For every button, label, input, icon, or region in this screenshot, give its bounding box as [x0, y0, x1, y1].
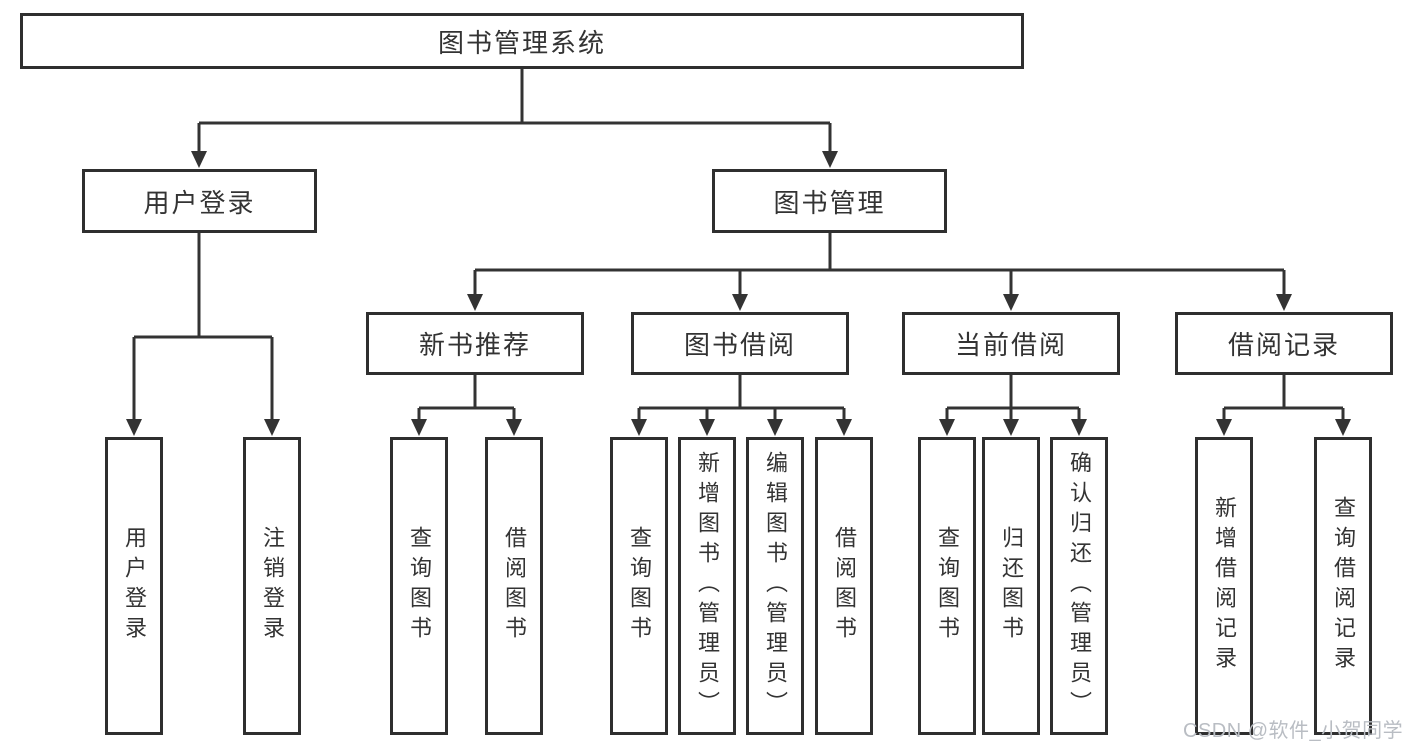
leaf-user-login-label: 用户登录	[122, 526, 147, 646]
leaf-query-books-borrow: 查询图书	[610, 437, 668, 735]
leaf-borrow-books: 借阅图书	[815, 437, 873, 735]
node-current-borrow-label: 当前借阅	[954, 330, 1067, 360]
leaf-add-book-admin-label: 新增图书（管理员）	[695, 451, 720, 721]
node-new-book-recommend-label: 新书推荐	[418, 330, 531, 360]
leaf-logout: 注销登录	[243, 437, 301, 735]
leaf-edit-book-admin-label: 编辑图书（管理员）	[763, 451, 788, 721]
leaf-query-books-recommend: 查询图书	[390, 437, 448, 735]
leaf-query-books-current-label: 查询图书	[935, 526, 960, 646]
node-book-management-label: 图书管理	[773, 187, 886, 218]
node-library-management-system-label: 图书管理系统	[437, 27, 606, 58]
leaf-logout-label: 注销登录	[260, 526, 285, 646]
node-current-borrow: 当前借阅	[902, 312, 1120, 375]
leaf-edit-book-admin: 编辑图书（管理员）	[746, 437, 804, 735]
node-user-login-label: 用户登录	[143, 187, 256, 218]
node-book-borrow: 图书借阅	[631, 312, 849, 375]
leaf-add-borrow-record-label: 新增借阅记录	[1212, 496, 1237, 676]
leaf-borrow-books-recommend-label: 借阅图书	[502, 526, 527, 646]
node-borrow-records-label: 借阅记录	[1227, 330, 1340, 360]
leaf-return-books: 归还图书	[982, 437, 1040, 735]
leaf-query-books-borrow-label: 查询图书	[627, 526, 652, 646]
node-book-management: 图书管理	[712, 169, 947, 233]
leaf-query-books-current: 查询图书	[918, 437, 976, 735]
leaf-return-books-label: 归还图书	[999, 526, 1024, 646]
leaf-confirm-return-admin-label: 确认归还（管理员）	[1067, 451, 1092, 721]
csdn-watermark: CSDN @软件_小贺同学	[1183, 720, 1404, 742]
node-book-borrow-label: 图书借阅	[683, 330, 796, 360]
leaf-query-books-recommend-label: 查询图书	[407, 526, 432, 646]
leaf-borrow-books-label: 借阅图书	[832, 526, 857, 646]
leaf-query-borrow-record: 查询借阅记录	[1314, 437, 1372, 735]
node-new-book-recommend: 新书推荐	[366, 312, 584, 375]
arrowheads	[126, 151, 1351, 436]
leaf-user-login: 用户登录	[105, 437, 163, 735]
leaf-add-book-admin: 新增图书（管理员）	[678, 437, 736, 735]
leaf-confirm-return-admin: 确认归还（管理员）	[1050, 437, 1108, 735]
leaf-borrow-books-recommend: 借阅图书	[485, 437, 543, 735]
leaf-add-borrow-record: 新增借阅记录	[1195, 437, 1253, 735]
node-library-management-system: 图书管理系统	[20, 13, 1024, 69]
node-borrow-records: 借阅记录	[1175, 312, 1393, 375]
leaf-query-borrow-record-label: 查询借阅记录	[1331, 496, 1356, 676]
node-user-login: 用户登录	[82, 169, 317, 233]
